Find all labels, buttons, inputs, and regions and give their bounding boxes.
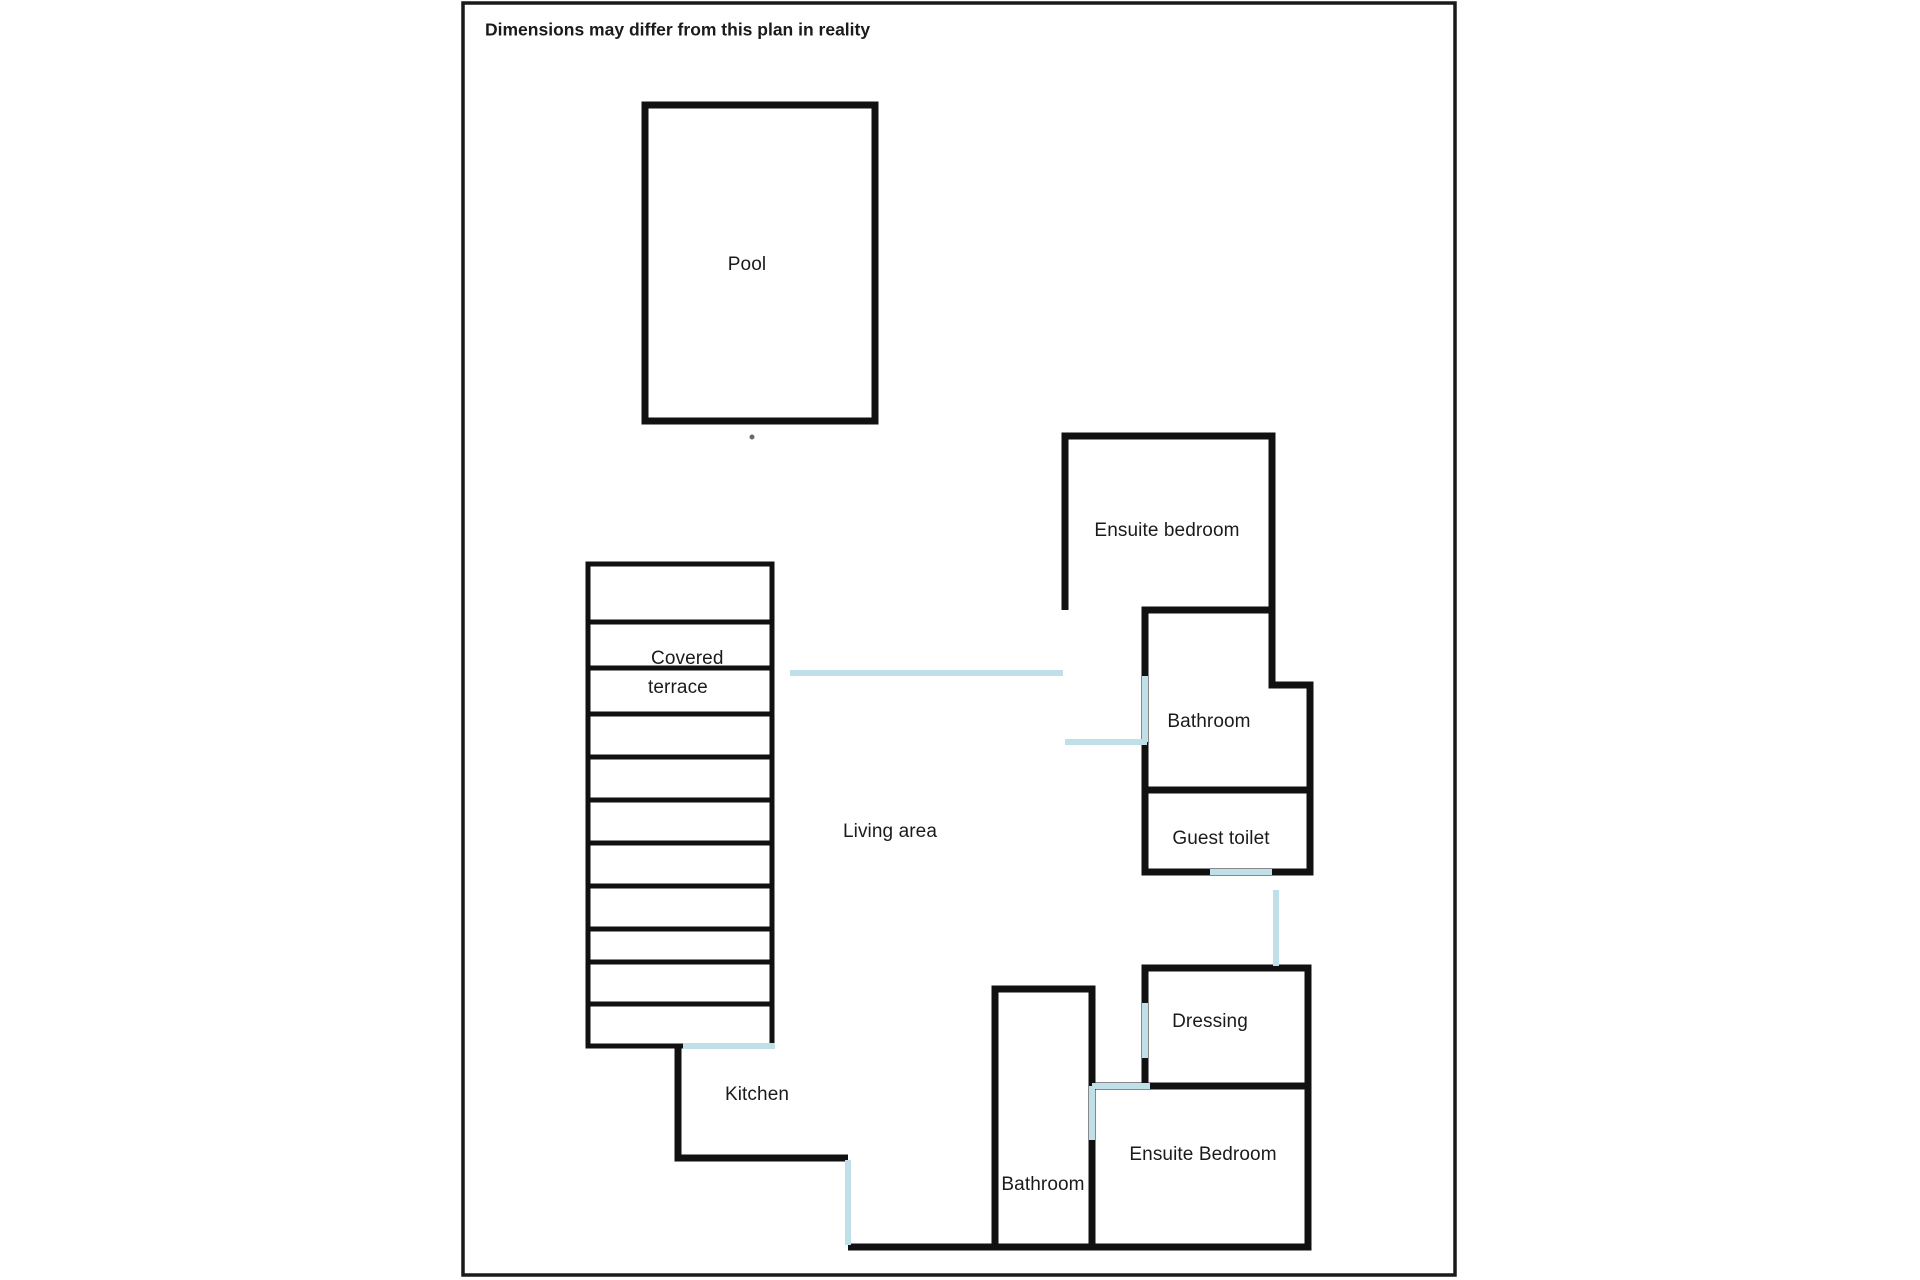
terrace-slat-lines	[588, 619, 772, 1007]
living-area-label: Living area	[843, 821, 937, 842]
door-openings	[683, 670, 1279, 1245]
ensuite-bedroom-lower-outline	[848, 1082, 1312, 1251]
guest-toilet-label: Guest toilet	[1172, 828, 1270, 849]
room-ensuite-bedroom-lower: Ensuite Bedroom	[848, 1082, 1312, 1251]
ensuite-bedroom-lower-label: Ensuite Bedroom	[1129, 1144, 1276, 1165]
ensuite-bedroom-upper-label: Ensuite bedroom	[1094, 520, 1239, 541]
pool-outline	[641, 101, 879, 425]
ensuite-bedroom-upper-outline	[1061, 432, 1276, 610]
room-ensuite-bedroom-upper: Ensuite bedroom	[1061, 432, 1276, 610]
page-frame	[461, 1, 1457, 1277]
bathroom-lower-label: Bathroom	[1001, 1174, 1084, 1195]
bathroom-upper-label: Bathroom	[1167, 711, 1250, 732]
room-living-area: Living area	[843, 821, 937, 842]
room-pool: Pool	[641, 101, 879, 440]
plan-note: Dimensions may differ from this plan in …	[485, 20, 870, 40]
room-kitchen: Kitchen	[674, 1046, 848, 1162]
terrace-label-line2: terrace	[648, 677, 708, 698]
dressing-label: Dressing	[1172, 1011, 1248, 1032]
pool-label: Pool	[728, 254, 766, 275]
kitchen-outline	[674, 1046, 848, 1162]
pool-drain-dot	[749, 434, 755, 440]
terrace-label-line1: Covered	[651, 648, 724, 669]
kitchen-label: Kitchen	[725, 1084, 789, 1105]
